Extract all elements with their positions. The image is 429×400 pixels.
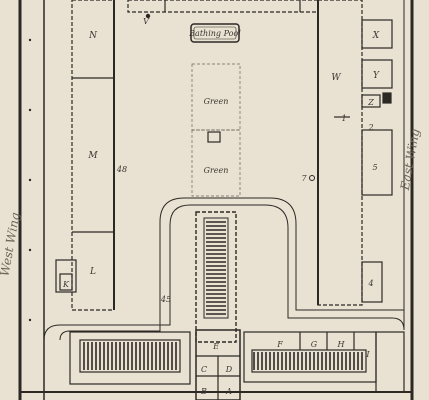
label-Z: Z — [367, 98, 374, 107]
label-48: 48 — [116, 165, 127, 174]
label-G: G — [311, 340, 318, 349]
green-label-2: Green — [204, 166, 229, 175]
central-stair-steps — [206, 221, 226, 315]
bottom-buildings — [69, 329, 405, 400]
label-5: 5 — [372, 163, 377, 172]
label-7: 7 — [301, 174, 307, 183]
bathing-pool: Bathing Pool — [188, 23, 241, 43]
label-W: W — [331, 73, 341, 83]
label-D: D — [225, 365, 233, 374]
right-wing — [317, 0, 393, 306]
label-F: F — [276, 340, 283, 349]
bottom-right-stairs — [253, 352, 363, 370]
label-H: H — [337, 340, 346, 349]
label-1: 1 — [341, 114, 346, 123]
outer-walls — [18, 0, 414, 400]
left-wing — [55, 0, 115, 311]
curved-roads — [43, 197, 404, 341]
label-M: M — [87, 151, 98, 161]
green-label-1: Green — [204, 97, 229, 106]
label-45: 45 — [160, 295, 171, 304]
label-X: X — [372, 31, 380, 41]
greens — [191, 63, 241, 197]
label-A: A — [225, 387, 232, 396]
central-stair — [195, 211, 237, 343]
label-Y: Y — [373, 71, 380, 81]
label-N: N — [88, 31, 98, 41]
label-L: L — [89, 267, 96, 277]
label-B: B — [200, 387, 207, 396]
label-C: C — [201, 365, 207, 374]
label-2: 2 — [367, 123, 373, 132]
bottom-left-stairs — [83, 342, 177, 370]
label-I: I — [365, 350, 370, 359]
label-4: 4 — [367, 279, 373, 288]
marker-circle — [309, 175, 315, 181]
bathing-pool-label: Bathing Pool — [188, 29, 241, 38]
label-K: K — [62, 280, 70, 289]
label-V: V — [143, 17, 150, 26]
path-markers — [28, 38, 32, 322]
label-E: E — [212, 342, 219, 351]
